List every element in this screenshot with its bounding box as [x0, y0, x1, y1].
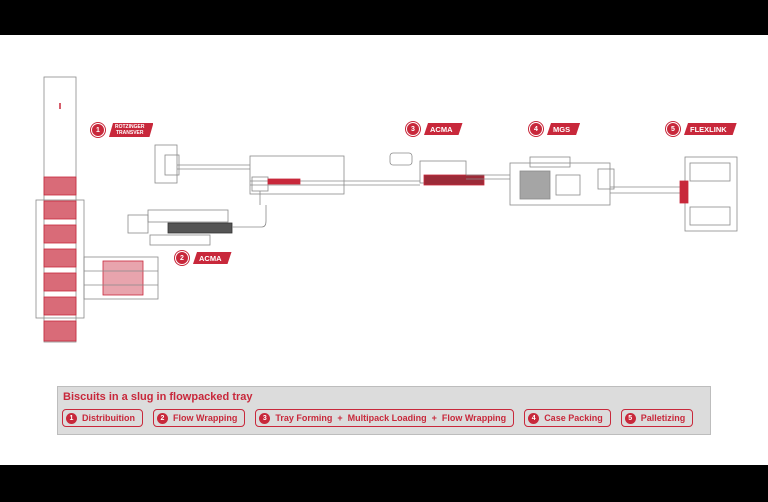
step-distribution: 1 Distribuition — [62, 409, 143, 427]
flow-wrapper-acma-2 — [128, 205, 266, 245]
case-packer-mgs-4 — [510, 157, 680, 205]
step-label: Case Packing — [544, 413, 603, 423]
machine-number: 5 — [666, 122, 680, 136]
layout-canvas: 1 ROTZINGER TRANSVER 2 ACMA 3 ACMA 4 MGS… — [0, 35, 768, 465]
step-label: Tray Forming + Multipack Loading + Flow … — [275, 413, 506, 423]
step-label: Palletizing — [641, 413, 686, 423]
vendor-label: ACMA — [424, 123, 463, 135]
step-number: 1 — [66, 413, 77, 424]
step-tray-forming: 3 Tray Forming + Multipack Loading + Flo… — [255, 409, 514, 427]
palletizer-flexlink-5 — [680, 157, 737, 231]
step-case-packing: 4 Case Packing — [524, 409, 611, 427]
step-number: 4 — [528, 413, 539, 424]
main-conveyor — [155, 145, 420, 205]
step-number: 5 — [625, 413, 636, 424]
machine-tag-3: 3 ACMA — [406, 122, 463, 136]
machine-number: 1 — [91, 123, 105, 137]
machine-number: 4 — [529, 122, 543, 136]
vendor-label: ACMA — [193, 252, 232, 264]
step-flow-wrapping: 2 Flow Wrapping — [153, 409, 245, 427]
step-number: 3 — [259, 413, 270, 424]
legend-title: Biscuits in a slug in flowpacked tray — [63, 391, 253, 403]
legend-steps: 1 Distribuition 2 Flow Wrapping 3 Tray F… — [62, 409, 693, 427]
machine-number: 2 — [175, 251, 189, 265]
vendor-label: ROTZINGER TRANSVER — [109, 123, 153, 137]
machine-tag-2: 2 ACMA — [175, 251, 232, 265]
machine-number: 3 — [406, 122, 420, 136]
feeder-table — [84, 257, 158, 299]
vendor-label: MGS — [547, 123, 580, 135]
distribution-tower-modules — [44, 177, 76, 341]
vendor-line: TRANSVER — [116, 130, 144, 136]
step-number: 2 — [157, 413, 168, 424]
machine-tag-1: 1 ROTZINGER TRANSVER — [91, 123, 153, 137]
tray-former-acma-3 — [390, 153, 510, 185]
step-label: Distribuition — [82, 413, 135, 423]
machine-tag-5: 5 FLEXLINK — [666, 122, 737, 136]
process-legend: Biscuits in a slug in flowpacked tray 1 … — [57, 386, 711, 435]
step-palletizing: 5 Palletizing — [621, 409, 694, 427]
vendor-label: FLEXLINK — [684, 123, 737, 135]
step-label: Flow Wrapping — [173, 413, 237, 423]
machine-tag-4: 4 MGS — [529, 122, 580, 136]
